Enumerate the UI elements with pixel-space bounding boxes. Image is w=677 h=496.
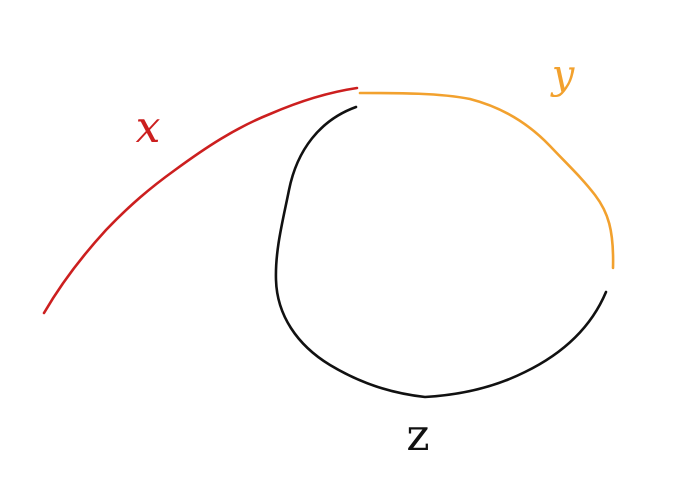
curve-x <box>42 86 359 315</box>
curve-y <box>358 91 615 270</box>
label-x: x <box>136 102 161 153</box>
label-y: y <box>550 52 576 98</box>
curve-z <box>274 105 608 399</box>
label-z: z <box>406 410 429 461</box>
